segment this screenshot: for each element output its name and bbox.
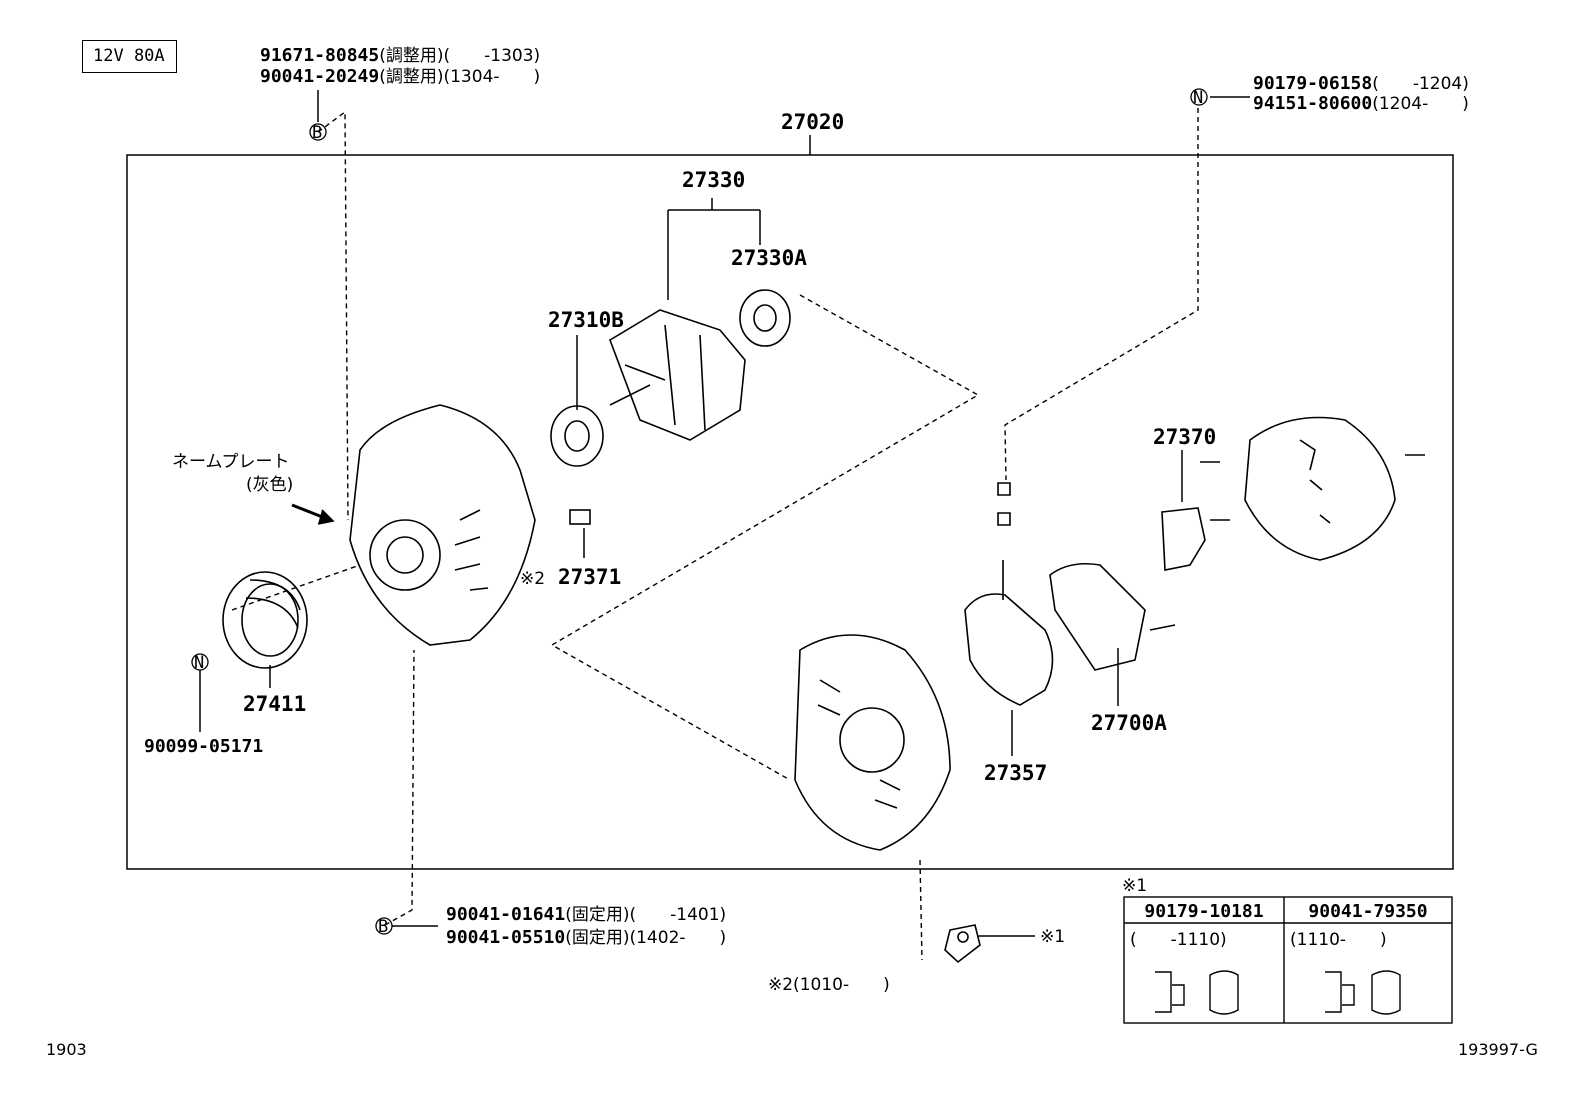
bottom-bolt-note-2: (固定用)(1402- ) — [565, 928, 727, 948]
note2-date: ※2(1010- ) — [768, 975, 890, 995]
part-sketches — [222, 289, 1425, 964]
table-col-1-range: ( -1110) — [1130, 930, 1227, 950]
rotor-set-bracket — [667, 198, 761, 300]
top-bolt-line-1: 91671-80845(調整用)( -1303) — [260, 45, 541, 67]
footer-left-code: 1903 — [46, 1040, 87, 1059]
footer-right-code: 193997-G — [1458, 1040, 1538, 1059]
top-bolt-part-2: 90041-20249 — [260, 66, 380, 87]
terminal-insulator-sketch — [569, 509, 591, 525]
top-nut-line-2: 94151-80600(1204- ) — [1253, 93, 1469, 115]
top-bolt-line-2: 90041-20249(調整用)(1304- ) — [260, 66, 541, 88]
assembly-frame — [126, 154, 1454, 870]
note1-table-frame — [1123, 896, 1453, 1024]
spec-box: 12V 80A — [82, 40, 177, 73]
rear-bearing-sketch — [739, 289, 791, 347]
dash-top-bolt — [317, 110, 349, 521]
top-nut-marker: N — [1193, 88, 1204, 108]
top-nut-note-2: (1204- ) — [1372, 94, 1469, 114]
dash-rotor-to-frame — [550, 294, 980, 781]
callout-pulley: 27411 — [243, 692, 307, 716]
rotor-sketch — [609, 309, 746, 441]
brush-holder-sketch — [1161, 507, 1206, 571]
pulley-nut-marker: N — [194, 653, 205, 673]
top-nut-note-1: ( -1204) — [1372, 74, 1469, 94]
note1-mark: ※1 — [1040, 927, 1066, 947]
top-nut-line-1: 90179-06158( -1204) — [1253, 73, 1469, 95]
spec-label: 12V 80A — [93, 46, 165, 66]
callout-rotor-set: 27330 — [682, 168, 746, 192]
rear-cover-sketch — [1244, 416, 1396, 561]
bottom-bolt-note-1: (固定用)( -1401) — [565, 905, 727, 925]
rear-frame-sketch — [794, 634, 951, 851]
callout-terminal-insulator: 27371 — [558, 565, 622, 589]
bottom-bolt-part-2: 90041-05510 — [446, 927, 566, 948]
top-bolt-marker: B — [312, 123, 323, 143]
pulley-nut-part: 90099-05171 — [144, 736, 264, 757]
nameplate-label: ネームプレート — [172, 452, 290, 472]
top-bolt-note-1: (調整用)( -1303) — [379, 46, 541, 66]
top-bolt-part-1: 91671-80845 — [260, 45, 380, 66]
dash-nut-top — [1004, 108, 1199, 481]
front-bearing-sketch — [550, 405, 604, 467]
bottom-bolt-line-2: 90041-05510(固定用)(1402- ) — [446, 927, 727, 949]
callout-bearing-rear: 27330A — [731, 246, 807, 270]
callout-brush-holder: 27370 — [1153, 425, 1217, 449]
callout-bearing-front: 27310B — [548, 308, 624, 332]
callout-terminal-mark: ※2 — [520, 569, 546, 589]
front-housing-sketch — [349, 404, 536, 646]
nameplate-color: (灰色) — [246, 475, 294, 495]
bottom-bolt-part-1: 90041-01641 — [446, 904, 566, 925]
table-header-mark: ※1 — [1122, 876, 1148, 896]
pulley-sketch — [222, 571, 308, 669]
top-nut-part-1: 90179-06158 — [1253, 73, 1373, 94]
table-col-2-part: 90041-79350 — [1308, 901, 1428, 922]
assembly-number: 27020 — [781, 110, 845, 134]
bottom-bolt-line-1: 90041-01641(固定用)( -1401) — [446, 904, 727, 926]
top-nut-part-2: 94151-80600 — [1253, 93, 1373, 114]
regulator-sketch — [1049, 562, 1146, 671]
callout-regulator: 27700A — [1091, 711, 1167, 735]
callout-rectifier: 27357 — [984, 761, 1048, 785]
dash-lower-frame — [919, 859, 923, 961]
rectifier-sketch — [964, 593, 1054, 706]
dash-bottom-bolt — [384, 649, 415, 926]
table-col-1-part: 90179-10181 — [1144, 901, 1264, 922]
bottom-bolt-marker: B — [378, 917, 389, 937]
table-col-2-range: (1110- ) — [1290, 930, 1387, 950]
note1-bracket-sketch — [944, 924, 981, 964]
top-bolt-note-2: (調整用)(1304- ) — [379, 67, 541, 87]
